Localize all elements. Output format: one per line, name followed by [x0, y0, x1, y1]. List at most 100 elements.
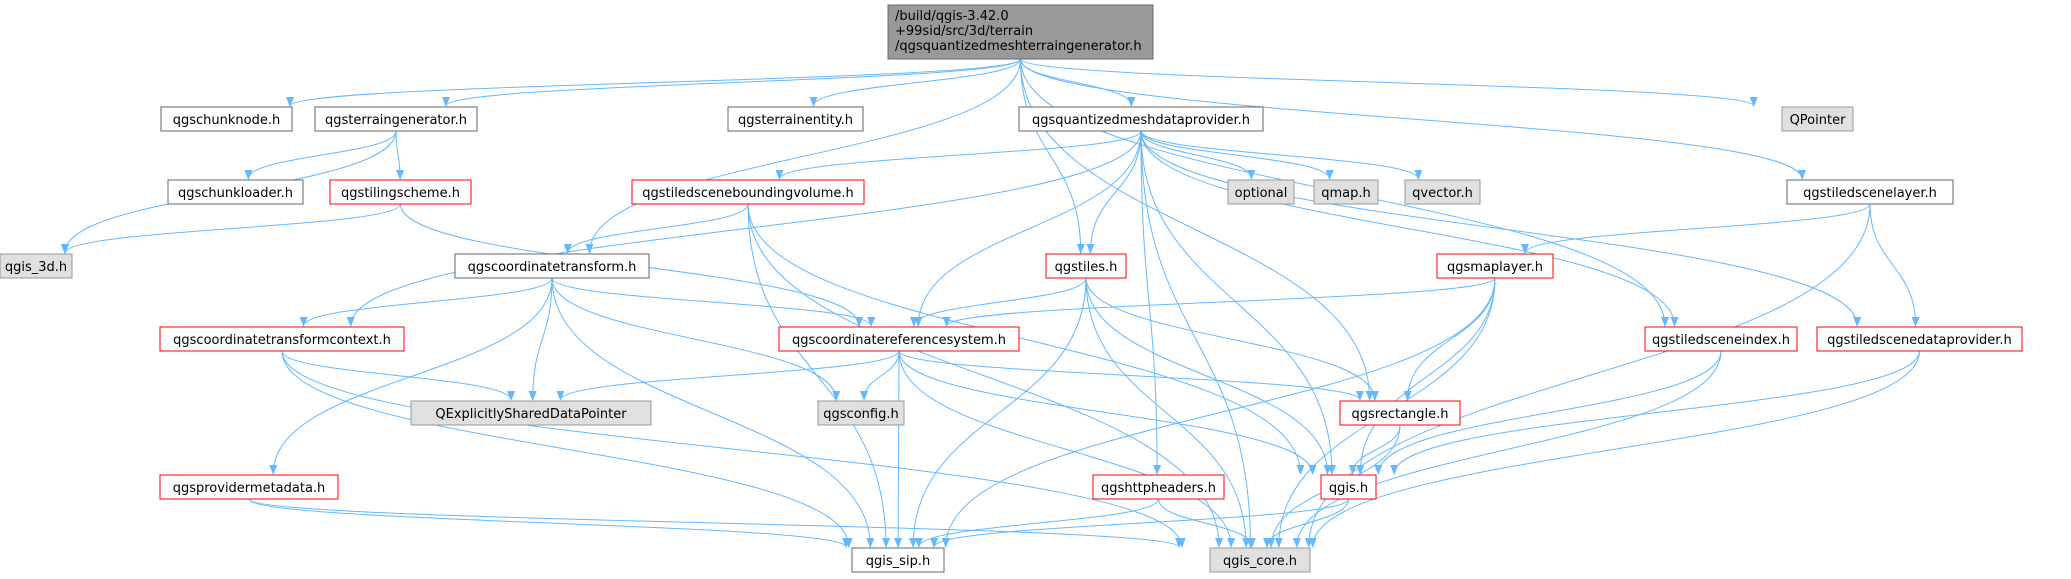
edge-ctcontext-to-core	[281, 350, 1186, 548]
file-node-chunkloader[interactable]: qgschunkloader.h	[167, 179, 304, 205]
edge-root-to-terrainentity	[809, 58, 1021, 107]
file-node-tilingscheme[interactable]: qgstilingscheme.h	[329, 179, 472, 205]
edge-qmdp-to-tsdp	[1140, 130, 1862, 327]
node-label: qgis_3d.h	[5, 260, 67, 275]
file-node-tsindex[interactable]: qgstiledsceneindex.h	[1644, 326, 1798, 352]
edge-provmeta-to-core	[248, 498, 1183, 548]
file-node-core[interactable]: qgis_core.h	[1209, 547, 1311, 573]
node-label: qgschunkloader.h	[178, 186, 293, 201]
edge-qgis-to-core	[1263, 498, 1349, 548]
file-node-gis3d[interactable]: qgis_3d.h	[0, 253, 73, 279]
edge-tiles-to-rectangle	[1085, 277, 1379, 401]
file-node-provmeta[interactable]: qgsprovidermetadata.h	[159, 474, 339, 500]
edge-qmdp-to-tsindex	[1140, 130, 1679, 327]
edge-qmdp-to-tiles	[1086, 130, 1142, 254]
edge-root-to-qmdp	[1020, 58, 1136, 107]
edge-tsindex-to-qgis	[1374, 350, 1722, 475]
file-node-sip[interactable]: qgis_sip.h	[851, 547, 945, 573]
node-box	[1227, 179, 1295, 205]
edge-qmdp-to-optional	[1140, 130, 1256, 180]
node-box	[410, 400, 652, 426]
file-node-qmdp[interactable]: qgsquantizedmeshdataprovider.h	[1018, 106, 1264, 132]
node-box	[1786, 179, 1954, 205]
edge-root-to-tiles	[1020, 58, 1085, 254]
node-label: qvector.h	[1412, 186, 1473, 201]
node-box	[159, 474, 339, 500]
node-box	[851, 547, 945, 573]
edge-tsbv-to-qgis	[747, 203, 1305, 475]
edge-root-to-chunknode	[286, 58, 1021, 107]
node-box	[778, 326, 1020, 352]
node-box	[159, 326, 405, 352]
node-label: qgsrectangle.h	[1351, 407, 1448, 422]
node-label: qgstiledsceneindex.h	[1652, 333, 1790, 348]
file-node-qesdp[interactable]: QExplicitlySharedDataPointer	[410, 400, 652, 426]
edge-ctcontext-to-sip	[281, 350, 853, 548]
edge-tslayer-to-core	[1304, 203, 1871, 548]
node-label: qmap.h	[1321, 186, 1371, 201]
edge-qgis-to-sip	[930, 498, 1349, 548]
file-node-terraingen[interactable]: qgsterraingenerator.h	[314, 106, 478, 132]
node-label: qgstiledsceneboundingvolume.h	[642, 186, 854, 201]
file-node-tiles[interactable]: qgstiles.h	[1045, 253, 1127, 279]
file-node-chunknode[interactable]: qgschunknode.h	[160, 106, 293, 132]
node-label: qgscoordinatetransformcontext.h	[173, 333, 391, 348]
edge-coordtrans-to-crs	[551, 277, 876, 327]
file-node-config[interactable]: qgsconfig.h	[817, 400, 905, 426]
file-node-coordtrans[interactable]: qgscoordinatetransform.h	[454, 253, 650, 279]
file-node-terrainentity[interactable]: qgsterrainentity.h	[727, 106, 864, 132]
file-node-qvector[interactable]: qvector.h	[1404, 179, 1481, 205]
node-box	[160, 106, 293, 132]
node-label: qgis_core.h	[1223, 554, 1297, 569]
edge-tiles-to-core	[1085, 277, 1251, 548]
file-node-optional[interactable]: optional	[1227, 179, 1295, 205]
edge-tsbv-to-coordtrans	[563, 203, 749, 254]
node-label: QPointer	[1790, 113, 1847, 128]
node-box	[631, 179, 865, 205]
node-label: qgstiledscenedataprovider.h	[1827, 333, 2012, 348]
node-box	[1816, 326, 2023, 352]
node-box	[167, 179, 304, 205]
edge-qmdp-to-core	[1140, 130, 1255, 548]
file-node-tsdp[interactable]: qgstiledscenedataprovider.h	[1816, 326, 2023, 352]
file-node-qpointer[interactable]: QPointer	[1781, 106, 1854, 132]
node-box	[817, 400, 905, 426]
node-box	[1781, 106, 1854, 132]
node-label: qgsterraingenerator.h	[325, 113, 467, 128]
edge-root-to-qpointer	[1020, 58, 1758, 107]
edge-terraingen-to-tilingscheme	[395, 130, 405, 180]
node-label: qgis_sip.h	[866, 554, 930, 569]
node-box	[1313, 179, 1379, 205]
node-label: qgscoordinatereferencesystem.h	[792, 333, 1006, 348]
edge-tsdp-to-qgis	[1390, 350, 1920, 475]
node-label: qgis.h	[1329, 481, 1368, 496]
file-node-qmap[interactable]: qmap.h	[1313, 179, 1379, 205]
file-node-httpheaders[interactable]: qgshttpheaders.h	[1092, 474, 1225, 500]
node-label: qgsterrainentity.h	[738, 113, 853, 128]
edge-provmeta-to-sip	[248, 498, 850, 548]
edge-qmdp-to-crs	[914, 130, 1142, 327]
edge-root-to-tslayer	[1020, 58, 1806, 180]
file-node-maplayer[interactable]: qgsmaplayer.h	[1436, 253, 1554, 279]
edge-qmdp-to-qgis	[1140, 130, 1336, 475]
edge-qmdp-to-qvector	[1140, 130, 1423, 180]
root-file-node: /build/qgis-3.42.0+99sid/src/3d/terrain/…	[887, 4, 1154, 60]
edge-maplayer-to-sip	[941, 277, 1496, 548]
edge-ctcontext-to-qesdp	[281, 350, 515, 401]
file-node-tslayer[interactable]: qgstiledscenelayer.h	[1786, 179, 1954, 205]
file-node-ctcontext[interactable]: qgscoordinatetransformcontext.h	[159, 326, 405, 352]
node-box	[887, 4, 1154, 60]
edge-terraingen-to-chunkloader	[244, 130, 397, 180]
file-node-rectangle[interactable]: qgsrectangle.h	[1339, 400, 1461, 426]
node-box	[1339, 400, 1461, 426]
edge-crs-to-sip	[894, 350, 903, 548]
file-node-crs[interactable]: qgscoordinatereferencesystem.h	[778, 326, 1020, 352]
node-label: qgscoordinatetransform.h	[468, 260, 637, 275]
edge-tiles-to-qgis	[1085, 277, 1332, 475]
file-nodes: /build/qgis-3.42.0+99sid/src/3d/terrain/…	[0, 4, 2023, 573]
edge-qmdp-to-qmap	[1140, 130, 1334, 180]
node-box	[727, 106, 864, 132]
file-node-qgis[interactable]: qgis.h	[1320, 474, 1377, 500]
file-node-tsbv[interactable]: qgstiledsceneboundingvolume.h	[631, 179, 865, 205]
